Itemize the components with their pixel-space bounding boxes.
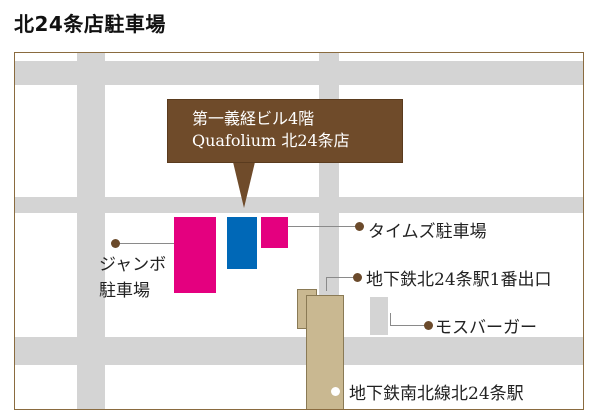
road-middle [15, 197, 583, 213]
exit-marker-icon [353, 273, 362, 282]
jumbo-parking-label: ジャンボ 駐車場 [99, 252, 166, 304]
road-north [15, 61, 583, 85]
jumbo-parking-label-line2: 駐車場 [99, 281, 150, 301]
callout-store-name: Quafolium 北24条店 [192, 131, 350, 150]
callout-pointer [233, 162, 255, 208]
subway-station-label: 地下鉄南北線北24条駅 [349, 384, 524, 404]
jumbo-parking-label-line1: ジャンボ [99, 255, 167, 275]
jumbo-parking-lot [174, 217, 216, 293]
mos-marker-icon [424, 321, 433, 330]
times-marker-icon [355, 222, 364, 231]
leader-jumbo [116, 243, 174, 244]
leader-mos-v [390, 313, 391, 325]
leader-exit-v [326, 277, 327, 291]
subway-exit-label: 地下鉄北24条駅1番出口 [366, 270, 552, 290]
store-callout: 第一義経ビル4階 Quafolium 北24条店 [167, 99, 403, 163]
station-marker-icon [331, 387, 340, 396]
times-parking-label: タイムズ駐車場 [368, 222, 487, 242]
access-map: ジャンボ 駐車場 タイムズ駐車場 地下鉄北24条駅1番出口 モスバーガー 地下鉄… [14, 52, 584, 410]
mos-burger-building [370, 297, 388, 335]
leader-exit-h [326, 277, 356, 278]
leader-mos-h [390, 325, 426, 326]
road-south [15, 337, 583, 365]
page-title: 北24条店駐車場 [14, 12, 166, 36]
road-west [77, 53, 105, 409]
jumbo-marker-icon [111, 239, 120, 248]
store-building [227, 217, 257, 269]
callout-building-floor: 第一義経ビル4階 [192, 109, 315, 128]
mos-burger-label: モスバーガー [435, 318, 537, 338]
leader-times [288, 226, 358, 227]
times-parking-lot [261, 217, 288, 248]
